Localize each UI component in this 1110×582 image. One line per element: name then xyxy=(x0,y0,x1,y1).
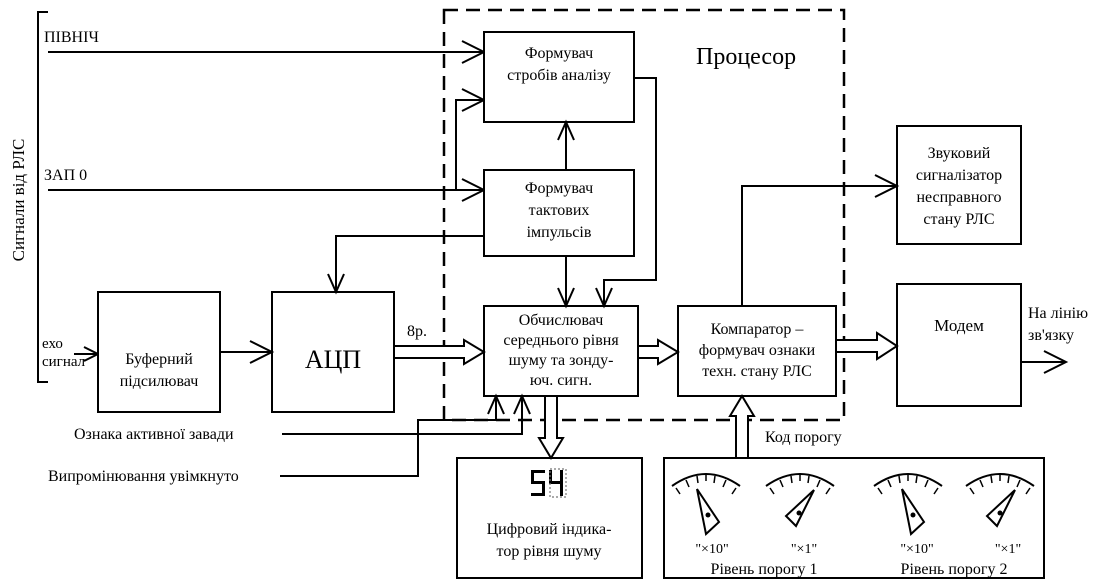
sound-alarm-block xyxy=(896,125,1022,245)
sound-alarm-line-3: несправного xyxy=(916,189,1001,206)
comparator-line-2: формувач ознаки xyxy=(699,342,816,359)
adc-to-calc-bus xyxy=(393,338,486,366)
signals-bracket xyxy=(37,11,48,383)
processor-boundary xyxy=(442,8,846,422)
noise-indicator-line-2: тор рівня шуму xyxy=(497,543,602,560)
sound-alarm-line-4: стану РЛС xyxy=(923,211,994,228)
calc-to-indicator-bus xyxy=(537,395,565,460)
buffer-amp-block xyxy=(97,291,221,413)
sound-alarm-line-2: сигналізатор xyxy=(916,167,1002,184)
knob-1-label: "×10" xyxy=(695,542,728,557)
comparator-to-sound-line xyxy=(741,185,897,306)
comparator-to-modem-bus xyxy=(835,331,899,361)
calc-line-1: Обчислювач xyxy=(519,312,604,329)
clock-former-block xyxy=(483,169,635,257)
processor-label: Процесор xyxy=(696,44,796,70)
strobe-former-line-1: Формувач xyxy=(525,45,593,62)
active-jam-line xyxy=(282,396,523,435)
adc-label: АЦП xyxy=(305,345,362,374)
input-north: ПІВНІЧ xyxy=(44,29,99,46)
noise-indicator-line-1: Цифровий індика- xyxy=(487,521,612,538)
comparator-line-1: Компаратор – xyxy=(711,321,805,338)
strobe-to-calc-line xyxy=(603,77,657,306)
clock-former-line-1: Формувач xyxy=(525,180,593,197)
comparator-line-3: техн. стану РЛС xyxy=(702,363,812,380)
zap-branch-line xyxy=(455,99,484,190)
input-echo-2: сигнал xyxy=(42,354,86,370)
buffer-amp-line-2: підсилювач xyxy=(120,373,199,390)
input-echo-1: ехо xyxy=(42,336,63,352)
buffer-amp-line-1: Буферний xyxy=(125,351,193,368)
calc-line-4: юч. сигн. xyxy=(530,372,592,389)
seven-segment-display xyxy=(531,468,567,498)
input-zap: ЗАП 0 xyxy=(44,167,87,184)
knob-2-label: "×1" xyxy=(791,542,817,557)
active-jam-label: Ознака активної завади xyxy=(74,426,234,443)
knob-2[interactable] xyxy=(765,473,835,528)
strobe-former-block xyxy=(483,31,635,123)
threshold-to-comparator-bus xyxy=(728,394,756,459)
radiation-on-line xyxy=(280,396,497,477)
knob-3[interactable] xyxy=(873,473,943,536)
line-out-2: зв'язку xyxy=(1028,327,1074,344)
modem-block xyxy=(896,283,1022,407)
knob-3-label: "×10" xyxy=(900,542,933,557)
threshold-1-label: Рівень порогу 1 xyxy=(711,561,818,578)
threshold-code-label: Код порогу xyxy=(765,429,842,446)
clock-former-line-2: тактових xyxy=(529,202,590,219)
line-out-1: На лінію xyxy=(1028,305,1088,322)
sound-alarm-line-1: Звуковий xyxy=(928,145,991,162)
calc-line-3: шуму та зонду- xyxy=(509,352,614,369)
knob-4-label: "×1" xyxy=(995,542,1021,557)
strobe-former-line-2: стробів аналізу xyxy=(507,67,611,84)
side-label: Сигнали від РЛС xyxy=(9,139,28,262)
threshold-2-label: Рівень порогу 2 xyxy=(901,561,1008,578)
modem-label: Модем xyxy=(934,316,984,335)
clock-to-adc-line xyxy=(335,235,484,292)
knob-4[interactable] xyxy=(965,473,1035,528)
radiation-on-label: Випромінювання увімкнуто xyxy=(48,468,239,485)
knob-1[interactable] xyxy=(671,473,741,536)
calc-line-2: середнього рівня xyxy=(503,332,619,349)
calc-to-comparator-bus xyxy=(637,338,680,366)
clock-former-line-3: імпульсів xyxy=(527,224,592,241)
bus-width-label: 8р. xyxy=(407,323,427,340)
